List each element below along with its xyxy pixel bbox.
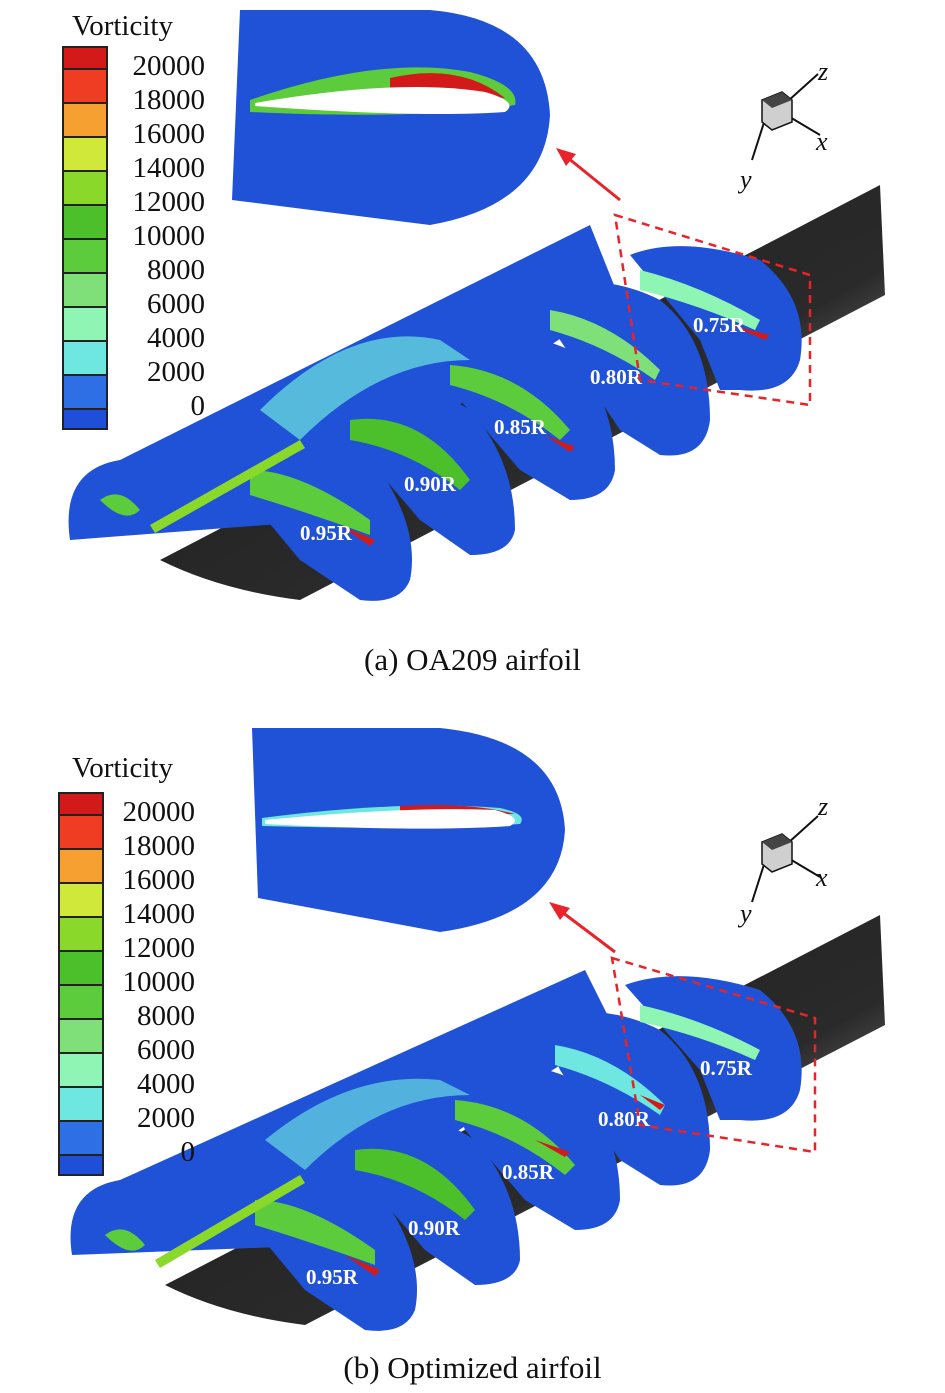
legend-tick: 2000 — [137, 1102, 195, 1134]
inset-airfoil-shape — [265, 809, 515, 829]
zoom-arrow — [567, 156, 621, 202]
highlight-box — [613, 213, 812, 407]
axis-label-x: x — [815, 127, 828, 156]
legend-tick: 8000 — [147, 254, 205, 286]
legend-tick: 8000 — [137, 1000, 195, 1032]
section-label-080: 0.80R — [598, 1107, 651, 1131]
legend-swatch — [60, 1020, 102, 1054]
section-label-075: 0.75R — [693, 313, 746, 337]
panel-oa209: 0.75R 0.80R 0.85R 0.90R 0.95R z x y Vort… — [0, 0, 945, 690]
panel-optimized: 0.75R 0.80R 0.85R 0.90R 0.95R z x y Vort… — [0, 700, 945, 1393]
arrow-head — [556, 148, 576, 166]
legend-tick: 0 — [180, 1136, 196, 1168]
section-label-080: 0.80R — [590, 365, 643, 389]
zoom-arrow — [561, 910, 616, 954]
legend-tick: 4000 — [137, 1068, 195, 1100]
legend-swatch — [64, 48, 106, 70]
vorticity-contours — [105, 1005, 760, 1276]
legend-tick-labels: 20000 18000 16000 14000 12000 10000 8000… — [110, 50, 206, 422]
axis-triad: z x y — [737, 792, 828, 928]
section-label-085: 0.85R — [502, 1160, 555, 1184]
slice-075 — [625, 976, 802, 1121]
legend-swatch — [60, 850, 102, 884]
vorticity-contours — [100, 270, 770, 546]
legend-tick: 4000 — [147, 322, 205, 354]
legend-swatch — [64, 138, 106, 172]
legend-swatch — [64, 172, 106, 206]
legend-tick: 10000 — [132, 220, 206, 252]
legend-colorbar — [62, 46, 108, 430]
vorticity-scene-b: 0.75R 0.80R 0.85R 0.90R 0.95R z x y — [70, 728, 885, 1331]
legend-swatch — [60, 952, 102, 986]
legend-swatch — [64, 308, 106, 342]
legend-swatch — [64, 410, 106, 428]
axis-triad: z x y — [737, 57, 828, 194]
caption-b: (b) Optimized airfoil — [343, 1350, 602, 1385]
legend-tick: 20000 — [122, 796, 196, 828]
legend-tick: 6000 — [137, 1034, 195, 1066]
axis-label-z: z — [817, 57, 828, 86]
axis-label-x: x — [815, 863, 828, 892]
legend-tick: 2000 — [147, 356, 205, 388]
inset-field — [252, 728, 565, 932]
legend-tick: 14000 — [132, 152, 206, 184]
section-label-090: 0.90R — [404, 472, 457, 496]
legend-swatch — [64, 240, 106, 274]
axis-label-z: z — [817, 792, 828, 821]
legend-swatch — [60, 884, 102, 918]
section-label-095: 0.95R — [306, 1265, 359, 1289]
legend-swatch — [60, 794, 102, 816]
arrow-head — [549, 902, 570, 920]
legend-tick: 18000 — [132, 84, 206, 116]
section-label-090: 0.90R — [408, 1216, 461, 1240]
legend-tick: 16000 — [122, 864, 196, 896]
legend-title: Vorticity — [72, 10, 173, 42]
legend-tick: 0 — [190, 390, 206, 422]
caption-a: (a) OA209 airfoil — [364, 642, 581, 677]
inset-airfoil-shape — [255, 86, 510, 114]
legend-swatch — [60, 1122, 102, 1156]
section-label-075: 0.75R — [700, 1056, 753, 1080]
legend-swatch — [64, 274, 106, 308]
legend-swatch — [60, 816, 102, 850]
legend-tick: 12000 — [122, 932, 196, 964]
inset-field — [232, 10, 550, 225]
legend-tick: 10000 — [122, 966, 196, 998]
legend-colorbar — [58, 792, 104, 1176]
axis-label-y: y — [737, 165, 752, 194]
axis-label-y: y — [737, 899, 752, 928]
legend-swatch — [64, 206, 106, 240]
legend-tick: 12000 — [132, 186, 206, 218]
legend-tick: 20000 — [132, 50, 206, 82]
legend-swatch — [60, 918, 102, 952]
section-label-085: 0.85R — [494, 415, 547, 439]
legend-swatch — [60, 986, 102, 1020]
vorticity-scene-a: 0.75R 0.80R 0.85R 0.90R 0.95R z x y — [68, 10, 885, 601]
highlight-box — [610, 956, 817, 1154]
legend-tick: 14000 — [122, 898, 196, 930]
legend-swatch — [60, 1156, 102, 1174]
legend-tick: 16000 — [132, 118, 206, 150]
legend-swatch — [60, 1054, 102, 1088]
legend-swatch — [64, 104, 106, 138]
section-label-095: 0.95R — [300, 521, 353, 545]
legend-tick: 6000 — [147, 288, 205, 320]
legend-tick: 18000 — [122, 830, 196, 862]
legend-swatch — [64, 70, 106, 104]
legend-title: Vorticity — [72, 752, 173, 784]
legend-swatch — [64, 342, 106, 376]
legend-swatch — [60, 1088, 102, 1122]
legend-tick-labels: 20000 18000 16000 14000 12000 10000 8000… — [100, 796, 196, 1168]
legend-swatch — [64, 376, 106, 410]
